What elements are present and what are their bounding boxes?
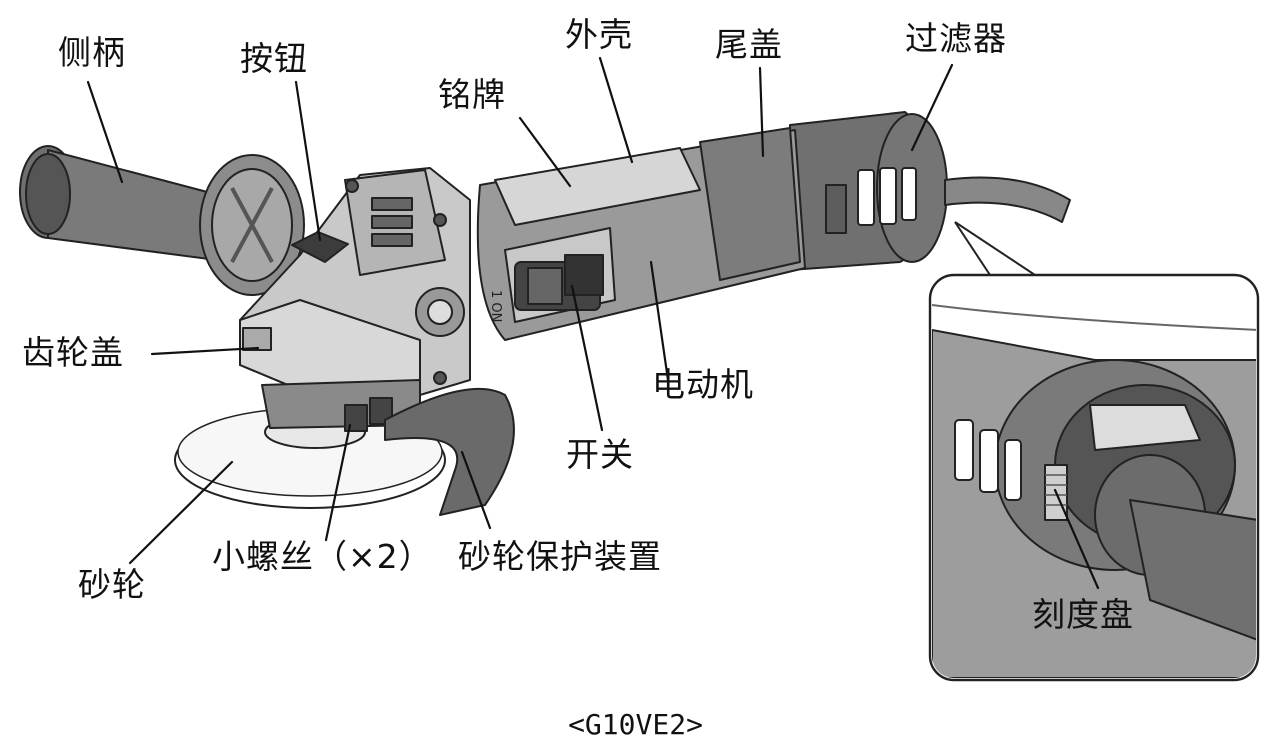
label-switch: 开关 — [566, 435, 634, 474]
label-filter: 过滤器 — [905, 19, 1007, 58]
label-wheel-guard: 砂轮保护装置 — [458, 537, 662, 576]
dial-inset-panel — [928, 221, 1260, 682]
label-button: 按钮 — [240, 39, 308, 78]
label-housing: 外壳 — [565, 15, 633, 54]
spindle-button-shape — [291, 231, 349, 263]
label-motor: 电动机 — [652, 365, 754, 404]
leader-gear-cover — [150, 346, 260, 356]
gear-head-shape — [239, 167, 471, 396]
leader-motor — [649, 260, 670, 382]
power-cord-shape — [944, 176, 1071, 223]
leader-wheel-guard — [460, 450, 492, 530]
leader-button — [294, 80, 322, 242]
wheel-guard-shape — [384, 387, 515, 516]
label-side-handle: 侧柄 — [58, 33, 126, 72]
leader-tail-cover — [758, 66, 765, 158]
leader-switch — [570, 284, 604, 432]
switch-marking: 1 ON — [488, 290, 503, 322]
leader-small-screws — [324, 423, 352, 542]
label-nameplate: 铭牌 — [438, 75, 506, 114]
model-caption: <G10VE2> — [568, 708, 703, 741]
label-dial: 刻度盘 — [1032, 595, 1134, 634]
spindle-shape — [261, 379, 421, 432]
label-small-screws: 小螺丝（×2） — [212, 537, 433, 576]
label-gear-cover: 齿轮盖 — [22, 333, 124, 372]
label-tail-cover: 尾盖 — [715, 25, 783, 64]
leader-dial — [1053, 488, 1100, 590]
flange-shape — [199, 154, 305, 296]
leader-lines — [86, 56, 1100, 590]
leader-housing — [598, 56, 634, 164]
grinder-illustration: 1 ON — [19, 111, 1260, 682]
leader-filter — [910, 63, 954, 152]
leader-side-handle — [86, 80, 124, 184]
label-grinding-wheel: 砂轮 — [78, 565, 146, 604]
switch-shape — [514, 254, 604, 311]
grinding-wheel-shape — [174, 407, 446, 509]
filter-shape — [789, 111, 948, 271]
leader-nameplate — [518, 116, 572, 188]
leader-grinding-wheel — [128, 460, 234, 565]
